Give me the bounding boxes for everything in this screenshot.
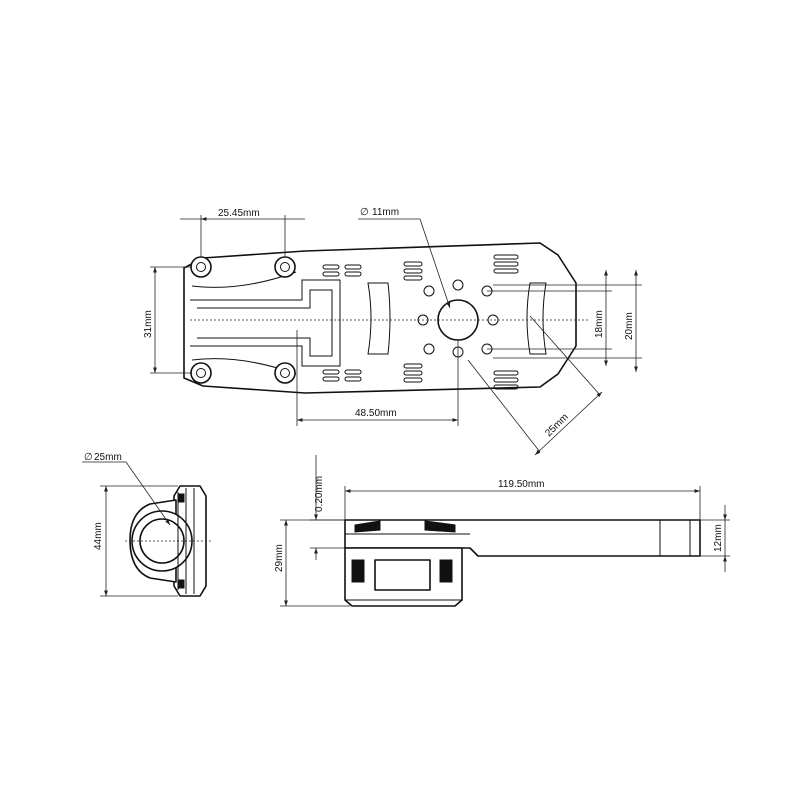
- kidney-slot-left: [367, 282, 391, 355]
- label-side-height: 29mm: [274, 544, 285, 572]
- kidney-slot-right: [526, 282, 547, 355]
- label-center-hole-dia: 11mm: [372, 207, 399, 218]
- dim-arm-hole-spacing: 25.45mm: [180, 208, 305, 257]
- dim-clamp-height: 31mm: [143, 266, 192, 374]
- label-arm-to-center: 48.50mm: [355, 408, 397, 419]
- bolt-hole-2: [274, 256, 296, 278]
- dim-mount-hole-spacing-small: 18mm: [487, 270, 612, 366]
- bolt-hole-3-inner: [196, 368, 206, 378]
- bolt-hole-4-inner: [280, 368, 290, 378]
- tube-diameter-symbol: ∅: [84, 452, 93, 463]
- clamp-t-slot: [190, 279, 341, 367]
- bolt-hole-1: [190, 256, 212, 278]
- bolt-hole-4: [274, 362, 296, 384]
- bolt-hole-1-inner: [196, 262, 206, 272]
- dim-tube-dia: ∅ 25mm: [82, 452, 171, 526]
- end-view: [125, 485, 212, 597]
- side-view: [344, 519, 701, 607]
- label-clamp-height: 31mm: [143, 310, 154, 338]
- diameter-symbol: ∅: [360, 207, 369, 218]
- label-total-length: 119.50mm: [498, 479, 545, 490]
- vent-slots: [322, 254, 519, 390]
- label-mount-hole-spacing-small: 18mm: [594, 310, 605, 338]
- dim-total-length: 119.50mm: [344, 479, 701, 520]
- label-clearance: 0.20mm: [314, 476, 325, 512]
- dim-center-hole-dia: ∅ 11mm: [358, 207, 451, 309]
- mount-plate-outline: [183, 242, 577, 394]
- clamp-inner-slot: [197, 289, 333, 357]
- dim-clamp-outer-height: 44mm: [93, 485, 178, 597]
- label-arm-hole-spacing: 25.45mm: [218, 208, 260, 219]
- label-mount-hole-spacing-large: 20mm: [624, 312, 635, 340]
- label-clamp-outer-height: 44mm: [93, 522, 104, 550]
- dim-clearance: 0.20mm: [310, 455, 345, 560]
- label-tube-dia: 25mm: [94, 452, 122, 463]
- dim-side-height: 29mm: [274, 519, 350, 607]
- bolt-hole-2-inner: [280, 262, 290, 272]
- side-view-tube-slot: [374, 559, 431, 591]
- bolt-hole-3: [190, 362, 212, 384]
- dim-arm-to-center: 48.50mm: [296, 330, 459, 426]
- top-view: [183, 242, 590, 394]
- dim-plate-thickness: 12mm: [700, 505, 730, 572]
- label-plate-thickness: 12mm: [713, 524, 724, 552]
